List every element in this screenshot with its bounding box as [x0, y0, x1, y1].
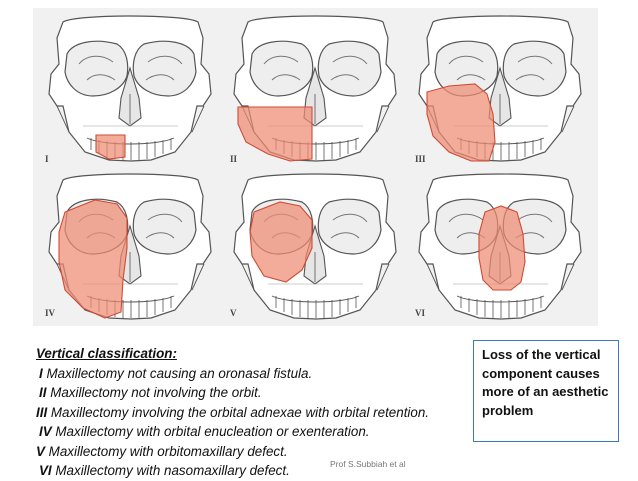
aesthetic-note-text: Loss of the vertical component causes mo…	[482, 347, 609, 418]
caption-text: Maxillectomy involving the orbital adnex…	[50, 404, 430, 420]
caption-numeral: IV	[39, 424, 52, 439]
defect-region-V	[249, 201, 313, 283]
skull-drawing	[48, 15, 212, 162]
caption-item: III Maxillectomy involving the orbital a…	[36, 403, 476, 423]
defect-region-IV	[58, 199, 128, 319]
caption-numeral: I	[39, 365, 43, 381]
panel-label: VI	[415, 308, 426, 318]
caption-numeral: III	[36, 404, 48, 420]
defect-region-II	[237, 106, 313, 162]
credit-line: Prof S.Subbiah et al	[330, 459, 406, 469]
skull-outline	[48, 15, 212, 162]
defect-region-III	[426, 83, 496, 162]
panel-label: I	[45, 154, 49, 164]
skull-drawing	[233, 173, 397, 320]
caption-item: VI Maxillectomy with nasomaxillary defec…	[36, 461, 476, 481]
caption-text: Maxillectomy with orbital enucleation or…	[55, 424, 370, 439]
caption-item: V Maxillectomy with orbitomaxillary defe…	[36, 442, 476, 462]
caption-text: Maxillectomy with nasomaxillary defect.	[55, 463, 290, 478]
skull-drawing	[418, 173, 582, 320]
skull-panel-4: IV	[43, 172, 218, 320]
caption-text: Maxillectomy with orbitomaxillary defect…	[48, 443, 288, 459]
skull-panel-3: III	[413, 14, 588, 164]
caption-numeral: V	[36, 443, 45, 459]
caption-item: I Maxillectomy not causing an oronasal f…	[36, 364, 476, 384]
defect-region-VI	[478, 205, 526, 291]
classification-caption: Vertical classification: I Maxillectomy …	[36, 344, 476, 481]
caption-item: II Maxillectomy not involving the orbit.	[36, 383, 476, 403]
skull-drawing	[48, 173, 212, 320]
panel-label: III	[415, 154, 426, 164]
defect-region-I	[95, 134, 126, 160]
caption-numeral: VI	[39, 463, 52, 478]
panel-label: V	[230, 308, 237, 318]
aesthetic-note-box: Loss of the vertical component causes mo…	[473, 340, 619, 442]
skull-panel-1: I	[43, 14, 218, 164]
caption-item: IV Maxillectomy with orbital enucleation…	[36, 422, 476, 442]
skull-drawing	[418, 15, 582, 162]
classification-figure: I II III	[33, 8, 598, 326]
caption-text: Maxillectomy not involving the orbit.	[50, 385, 262, 400]
caption-numeral: II	[39, 385, 47, 400]
skull-panel-6: VI	[413, 172, 588, 320]
skull-drawing	[233, 15, 397, 162]
panel-label: IV	[45, 308, 56, 318]
panel-label: II	[230, 154, 238, 164]
skull-panel-2: II	[228, 14, 403, 164]
caption-text: Maxillectomy not causing an oronasal fis…	[46, 365, 313, 381]
caption-heading: Vertical classification:	[36, 346, 177, 361]
skull-panel-5: V	[228, 172, 403, 320]
